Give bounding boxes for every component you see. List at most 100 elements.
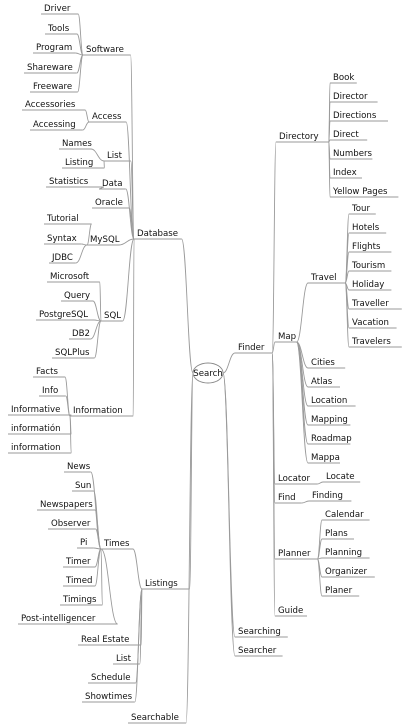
topic-data: Data — [102, 179, 123, 189]
link-map-connector — [271, 341, 276, 354]
topic-mappa: Mappa — [311, 453, 340, 463]
link-microsoft-connector — [99, 281, 102, 322]
link-db2-connector — [90, 320, 102, 340]
topic-times: Times — [103, 539, 130, 549]
topic-direct: Direct — [333, 130, 359, 140]
link-query-connector — [92, 300, 102, 322]
topic-book: Book — [333, 73, 354, 83]
topic-statistics: Statistics — [49, 177, 89, 187]
link-tutorial-connector — [86, 223, 93, 246]
topic-hotels: Hotels — [352, 223, 380, 233]
link-locate-connector — [317, 481, 324, 485]
branch-searchable: Searchable — [131, 713, 179, 723]
topic-query: Query — [64, 291, 90, 301]
topic-timed: Timed — [65, 576, 93, 586]
topic-map: Map — [278, 332, 296, 342]
topic-listing: Listing — [65, 158, 93, 168]
topic-locator: Locator — [278, 474, 311, 484]
topic-schedule: Schedule — [91, 673, 131, 683]
topic-tools: Tools — [47, 24, 70, 34]
link-searcher-connector — [222, 372, 236, 657]
link-jdbc-connector — [75, 244, 88, 264]
topic-sql: SQL — [104, 311, 121, 321]
topic-freeware: Freeware — [33, 82, 72, 92]
topic-holiday: Holiday — [352, 280, 384, 290]
topic-sun: Sun — [75, 481, 91, 491]
topic-information: information — [11, 443, 61, 453]
link-mappa-connector — [296, 341, 309, 464]
link-tools-connector — [76, 33, 84, 56]
branch-searcher: Searcher — [238, 646, 277, 656]
topic-finding: Finding — [312, 491, 343, 501]
link-yellow-pages-connector — [328, 141, 331, 198]
topic-numbers: Numbers — [333, 149, 373, 159]
topic-information: Information — [73, 406, 123, 416]
topic-facts: Facts — [36, 367, 59, 377]
link-travel-connector — [296, 282, 309, 343]
topic-driver: Driver — [44, 4, 71, 14]
link-accessing-connector — [82, 121, 90, 131]
link-listings-connector — [189, 372, 194, 590]
link-timed-connector — [94, 548, 102, 587]
link-statistics-connector — [98, 186, 105, 190]
topic-cities: Cities — [311, 358, 335, 368]
topic-accessing: Accessing — [33, 120, 76, 130]
link-timings-connector — [100, 548, 103, 606]
topic-guide: Guide — [278, 606, 303, 616]
link-observer-connector — [95, 528, 102, 550]
topic-travelers: Travelers — [351, 337, 391, 347]
topic-locate: Locate — [326, 472, 355, 482]
topic-location: Location — [311, 396, 347, 406]
topic-software: Software — [86, 45, 124, 55]
link-finding-connector — [301, 500, 310, 504]
topic-vacation: Vacation — [352, 318, 389, 328]
link-driver-connector — [77, 13, 84, 56]
link-accessories-connector — [84, 109, 90, 123]
topic-newspapers: Newspapers — [40, 500, 93, 510]
link-pi-connector — [93, 547, 102, 550]
topic-planner: Planner — [278, 549, 311, 559]
link-news-connector — [90, 471, 102, 550]
topic-organizer: Organizer — [325, 567, 367, 577]
branch-listings: Listings — [145, 579, 178, 589]
link-names-connector — [90, 148, 105, 162]
topic-info: Info — [42, 386, 58, 396]
link-planer-connector — [316, 558, 323, 597]
topic-names: Names — [62, 139, 92, 149]
topic-roadmap: Roadmap — [311, 434, 352, 444]
link-freeware-connector — [77, 54, 84, 93]
link-sql-connector — [122, 238, 135, 322]
topic-syntax: Syntax — [47, 234, 77, 244]
link-directory-connector — [271, 141, 277, 354]
link-program-connector — [75, 52, 84, 56]
topic-timer: Timer — [65, 557, 91, 567]
link-database-connector — [181, 238, 194, 374]
branch-finder: Finder — [238, 343, 265, 353]
link-roadmap-connector — [296, 341, 309, 445]
link-guide-connector — [271, 352, 276, 617]
branch-database: Database — [137, 229, 178, 239]
root-search: Search — [193, 369, 223, 379]
topic-yellow-pages: Yellow Pages — [332, 187, 388, 197]
topic-atlas: Atlas — [311, 377, 333, 387]
link-list-connector — [139, 588, 143, 665]
topic-microsoft: Microsoft — [50, 272, 90, 282]
topic-planer: Planer — [325, 586, 353, 596]
branch-searching: Searching — [238, 627, 281, 637]
topic-list: List — [116, 654, 132, 664]
topic-program: Program — [36, 43, 72, 53]
topic-calendar: Calendar — [325, 510, 364, 520]
link-information-connector — [69, 415, 72, 454]
topic-planning: Planning — [325, 548, 362, 558]
topic-oracle: Oracle — [95, 198, 123, 208]
topic-informati-n: informatión — [11, 423, 61, 434]
link-oracle-connector — [128, 207, 135, 240]
link-mysql-connector — [118, 238, 135, 246]
topic-tutorial: Tutorial — [46, 214, 79, 224]
link-sqlplus-connector — [93, 320, 102, 359]
link-searchable-connector — [185, 372, 194, 724]
topic-accessories: Accessories — [25, 100, 76, 110]
topic-mapping: Mapping — [311, 415, 348, 425]
link-showtimes-connector — [134, 588, 143, 703]
topic-timings: Timings — [62, 595, 97, 605]
